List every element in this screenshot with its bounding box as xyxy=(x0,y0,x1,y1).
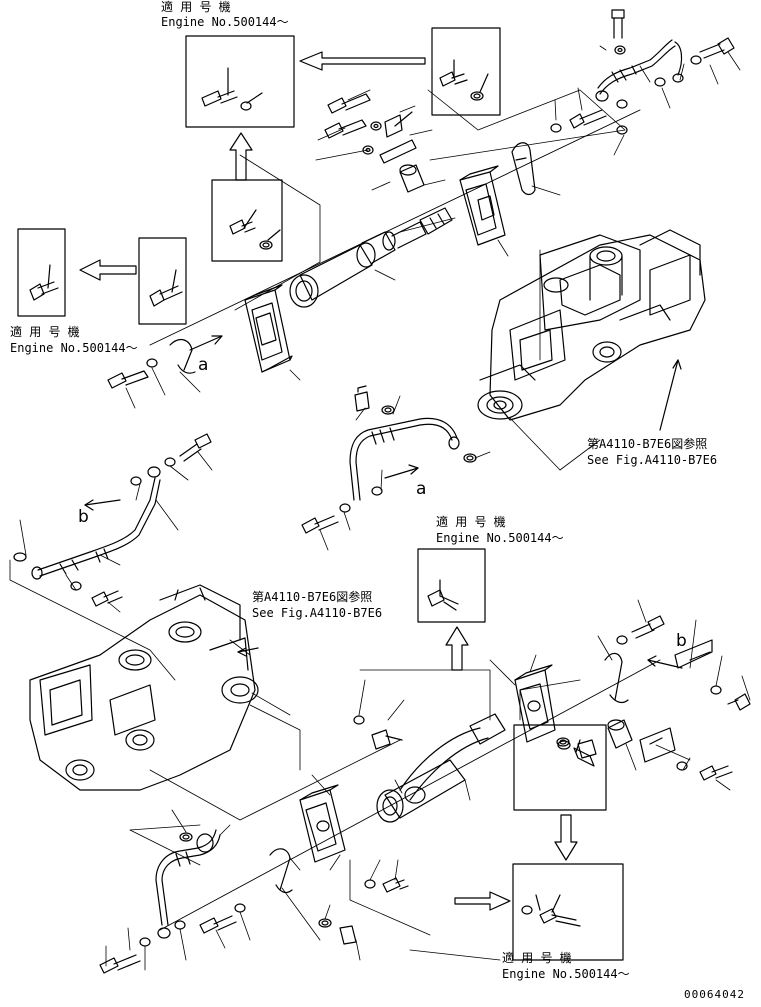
upper-axis-line xyxy=(149,109,641,346)
see-fig-jp-lower: 第A4110-B7E6図参照 xyxy=(252,590,373,604)
lower-sleeve xyxy=(607,719,633,749)
arrow-left-mid xyxy=(79,259,137,281)
lower-plate-2 xyxy=(674,639,713,669)
arrow-down-lower xyxy=(554,814,578,861)
note-box-left-mid xyxy=(138,237,187,325)
engine-label-center: Engine No.500144～ xyxy=(436,531,564,545)
upper-bolt-8 xyxy=(301,515,339,534)
pointer-arrow-a-lower xyxy=(384,464,419,479)
lower-plate-1 xyxy=(639,727,676,763)
see-fig-en-lower: See Fig.A4110-B7E6 xyxy=(252,606,383,620)
lower-bolt-5 xyxy=(371,729,403,750)
callout-b-right: b xyxy=(676,631,687,651)
pointer-arrow-see-fig-lower xyxy=(237,647,259,657)
engine-label-top: Engine No.500144～ xyxy=(161,15,289,29)
arrow-right-bottom xyxy=(454,891,511,911)
lower-bolt-9 xyxy=(699,765,733,781)
upper-clip xyxy=(511,142,536,196)
upper-valve-body xyxy=(477,229,706,421)
upper-bracket-front xyxy=(244,284,293,373)
lower-hose xyxy=(155,829,221,939)
upper-hose-top xyxy=(595,39,684,102)
note-box-top-middle xyxy=(431,27,501,116)
lower-bolt-2 xyxy=(199,915,237,934)
middle-hose-a xyxy=(349,417,460,501)
lower-bracket-rear xyxy=(514,664,556,743)
lower-clip-2 xyxy=(269,848,293,894)
left-hose-b xyxy=(31,466,161,580)
engine-label-left: Engine No.500144～ xyxy=(10,341,138,355)
applies-label-top: 適 用 号 機 xyxy=(161,0,231,14)
upper-sleeve xyxy=(399,164,425,193)
upper-bolt-9 xyxy=(179,433,212,462)
see-fig-en-upper: See Fig.A4110-B7E6 xyxy=(587,453,718,467)
upper-bolt-7 xyxy=(354,385,370,412)
lower-bolt-4 xyxy=(382,877,409,893)
upper-bolt-3 xyxy=(107,370,149,389)
applies-label-left: 適 用 号 機 xyxy=(10,325,80,339)
pointer-arrow-see-fig-upper xyxy=(659,359,682,431)
arrow-left-top xyxy=(299,51,426,71)
note-box-top-left xyxy=(185,35,295,128)
lower-clip-1 xyxy=(604,652,629,704)
upper-bolt-10 xyxy=(91,590,123,607)
pointer-arrow-b-right xyxy=(647,655,683,669)
arrow-up-lower xyxy=(445,626,469,671)
upper-washers xyxy=(13,45,702,591)
see-fig-jp-upper: 第A4110-B7E6図参照 xyxy=(587,437,708,451)
lower-bolt-6 xyxy=(577,739,597,759)
upper-bolt-1 xyxy=(327,93,371,114)
note-box-bottom-right xyxy=(512,863,624,961)
note-box-middle xyxy=(211,179,283,262)
applies-label-center: 適 用 号 機 xyxy=(436,515,506,529)
upper-clamp-a xyxy=(169,338,196,374)
lower-actuator xyxy=(376,713,506,823)
upper-actuator xyxy=(289,207,453,308)
upper-bolt-2 xyxy=(324,119,367,139)
applies-label-bottom: 適 用 号 機 xyxy=(502,951,572,965)
callout-b-left: b xyxy=(78,507,89,527)
lower-valve-body xyxy=(29,584,259,791)
frame-lines xyxy=(9,89,626,961)
pointer-arrow-b-left xyxy=(84,499,121,511)
upper-bracket-rear xyxy=(459,165,506,246)
note-box-lower-right xyxy=(513,724,607,811)
engine-label-bottom: Engine No.500144～ xyxy=(502,967,630,981)
upper-bolt-6 xyxy=(611,9,625,39)
lower-axis-line xyxy=(159,659,661,931)
lower-bolt-7 xyxy=(631,615,665,639)
note-box-center-right xyxy=(417,548,486,623)
upper-bolt-4 xyxy=(569,109,607,129)
upper-plate-small xyxy=(379,111,417,164)
note-box-left-small xyxy=(17,228,66,317)
leader-lines xyxy=(19,45,751,971)
lower-bolt-1 xyxy=(99,954,141,974)
callout-a-lower: a xyxy=(416,479,427,499)
lower-bolt-8 xyxy=(727,693,751,711)
document-number: 00064042 xyxy=(684,988,745,1001)
lower-washers xyxy=(139,635,722,947)
callout-a-upper: a xyxy=(198,355,209,375)
arrow-up-middle xyxy=(229,132,253,181)
upper-bolt-5 xyxy=(699,37,735,59)
pointer-arrow-a-upper xyxy=(189,335,223,351)
lower-bolt-3 xyxy=(339,925,357,945)
